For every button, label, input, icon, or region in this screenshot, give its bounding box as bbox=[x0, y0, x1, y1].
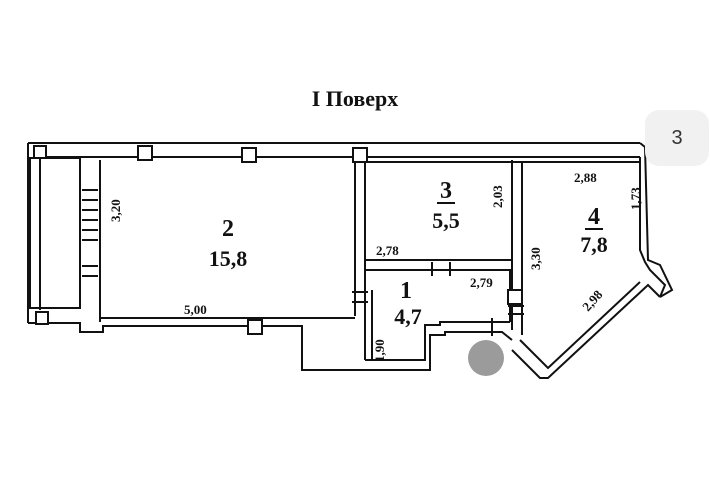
room-3-area: 5,5 bbox=[432, 208, 460, 233]
dim-room2-height: 3,20 bbox=[108, 199, 123, 222]
outer-walls bbox=[27, 142, 674, 379]
dim-room4-right: 1,73 bbox=[628, 187, 643, 210]
room-3-number: 3 bbox=[440, 178, 452, 204]
dim-room4-left: 3,30 bbox=[528, 247, 543, 270]
room-2-area: 15,8 bbox=[209, 246, 248, 271]
dim-room4-diagonal: 2,98 bbox=[579, 287, 606, 314]
column-marker bbox=[468, 340, 504, 376]
room-4-number: 4 bbox=[588, 204, 600, 230]
dim-room1-width: 2,79 bbox=[470, 275, 493, 290]
page-number-badge[interactable]: 3 bbox=[645, 110, 709, 166]
dim-room2-width: 5,00 bbox=[184, 302, 207, 317]
floor-title: I Поверх bbox=[311, 86, 399, 111]
room-1-number: 1 bbox=[400, 278, 412, 304]
wall-pillars bbox=[33, 145, 523, 335]
room-4-area: 7,8 bbox=[580, 232, 608, 257]
dim-room4-top: 2,88 bbox=[574, 170, 597, 185]
interior-walls bbox=[99, 160, 640, 361]
room-1-area: 4,7 bbox=[394, 304, 422, 329]
room-2-number: 2 bbox=[222, 216, 234, 242]
dim-room1-height: 1,90 bbox=[372, 339, 387, 362]
dim-room3-height: 2,03 bbox=[490, 185, 505, 208]
dim-room3-width: 2,78 bbox=[376, 243, 399, 258]
window-marks bbox=[82, 189, 524, 336]
